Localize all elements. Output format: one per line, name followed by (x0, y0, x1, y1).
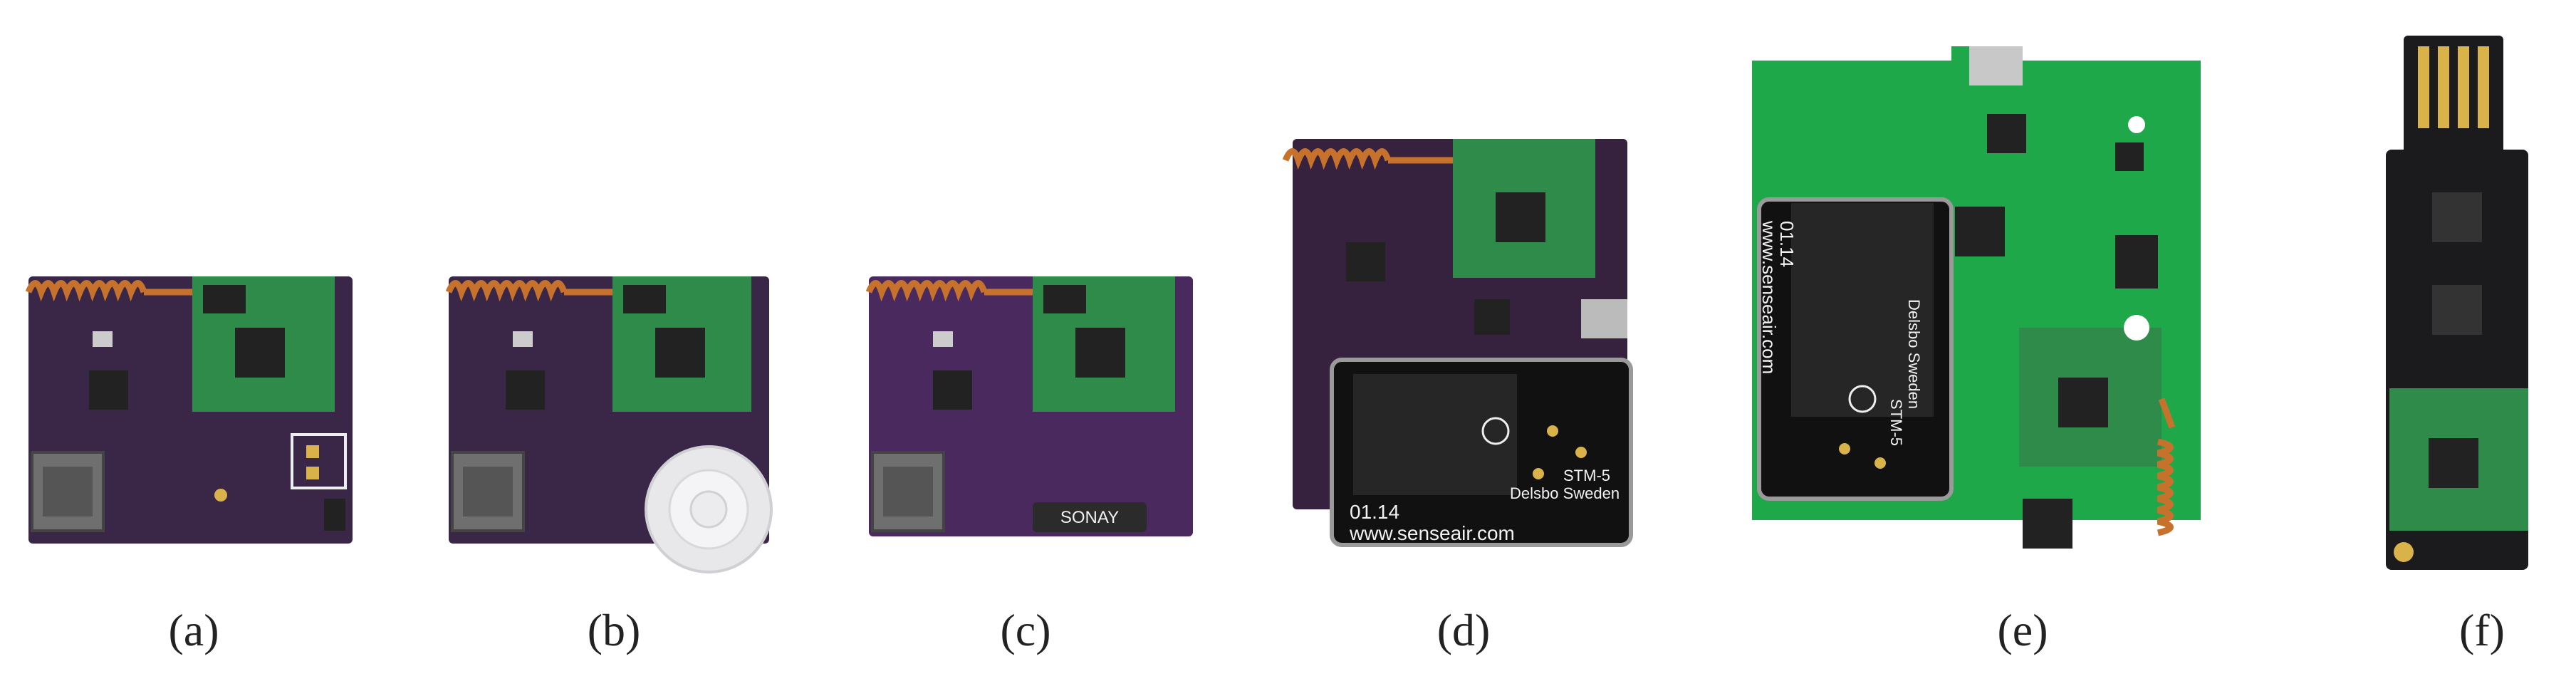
caption-d: (d) (1436, 605, 1491, 655)
antenna-coil (1282, 148, 1456, 170)
radio-module (2019, 328, 2162, 467)
sticker-text: SONAY (1060, 508, 1119, 527)
caption-b: (b) (587, 605, 641, 655)
terminal-block (2023, 499, 2072, 549)
board-f-graphic (2386, 36, 2528, 570)
sensor-sticker (1033, 502, 1147, 532)
antenna-coil (445, 280, 612, 302)
co2-sensor: 01.14 www.senseair.com Delsbo Sweden STM… (1330, 358, 1633, 547)
sensor-website: www.senseair.com (1758, 220, 1780, 374)
caption-a: (a) (168, 605, 219, 655)
sensor-model: STM-5 (1887, 399, 1905, 446)
board-d-graphic: 01.14 www.senseair.com Delsbo Sweden STM… (1282, 139, 1633, 547)
antenna-coil (2157, 398, 2176, 536)
board-photo-c: SONAY (862, 264, 1196, 549)
board-e-graphic: 01.14 www.senseair.com Delsbo Sweden STM… (1752, 46, 2201, 549)
usb-plug (2404, 36, 2503, 157)
antenna-coil (865, 280, 1033, 302)
caption-c: (c) (1000, 605, 1051, 655)
caption-e: (e) (1997, 605, 2048, 655)
sensor-origin: Delsbo Sweden (1510, 484, 1620, 502)
sensor-version: 01.14 (1776, 221, 1798, 267)
co2-sensor: 01.14 www.senseair.com Delsbo Sweden STM… (1757, 197, 1954, 501)
sensor-model: STM-5 (1563, 467, 1610, 484)
board-photo-a (21, 264, 356, 549)
board-b-graphic (445, 276, 773, 573)
board-photo-d: 01.14 www.senseair.com Delsbo Sweden STM… (1282, 125, 1652, 566)
sensor-website: www.senseair.com (1349, 522, 1515, 544)
board-photo-b (442, 264, 776, 577)
board-c-graphic: SONAY (865, 276, 1193, 536)
sensor-origin: Delsbo Sweden (1905, 299, 1923, 409)
board-photo-f (2379, 28, 2564, 584)
board-photo-e: 01.14 www.senseair.com Delsbo Sweden STM… (1738, 28, 2279, 570)
caption-f: (f) (2459, 605, 2505, 655)
board-a-graphic (25, 276, 353, 544)
radio-module (2389, 388, 2528, 531)
pir-lens (645, 445, 773, 573)
antenna-coil (25, 280, 192, 302)
sensor-version: 01.14 (1350, 501, 1399, 523)
